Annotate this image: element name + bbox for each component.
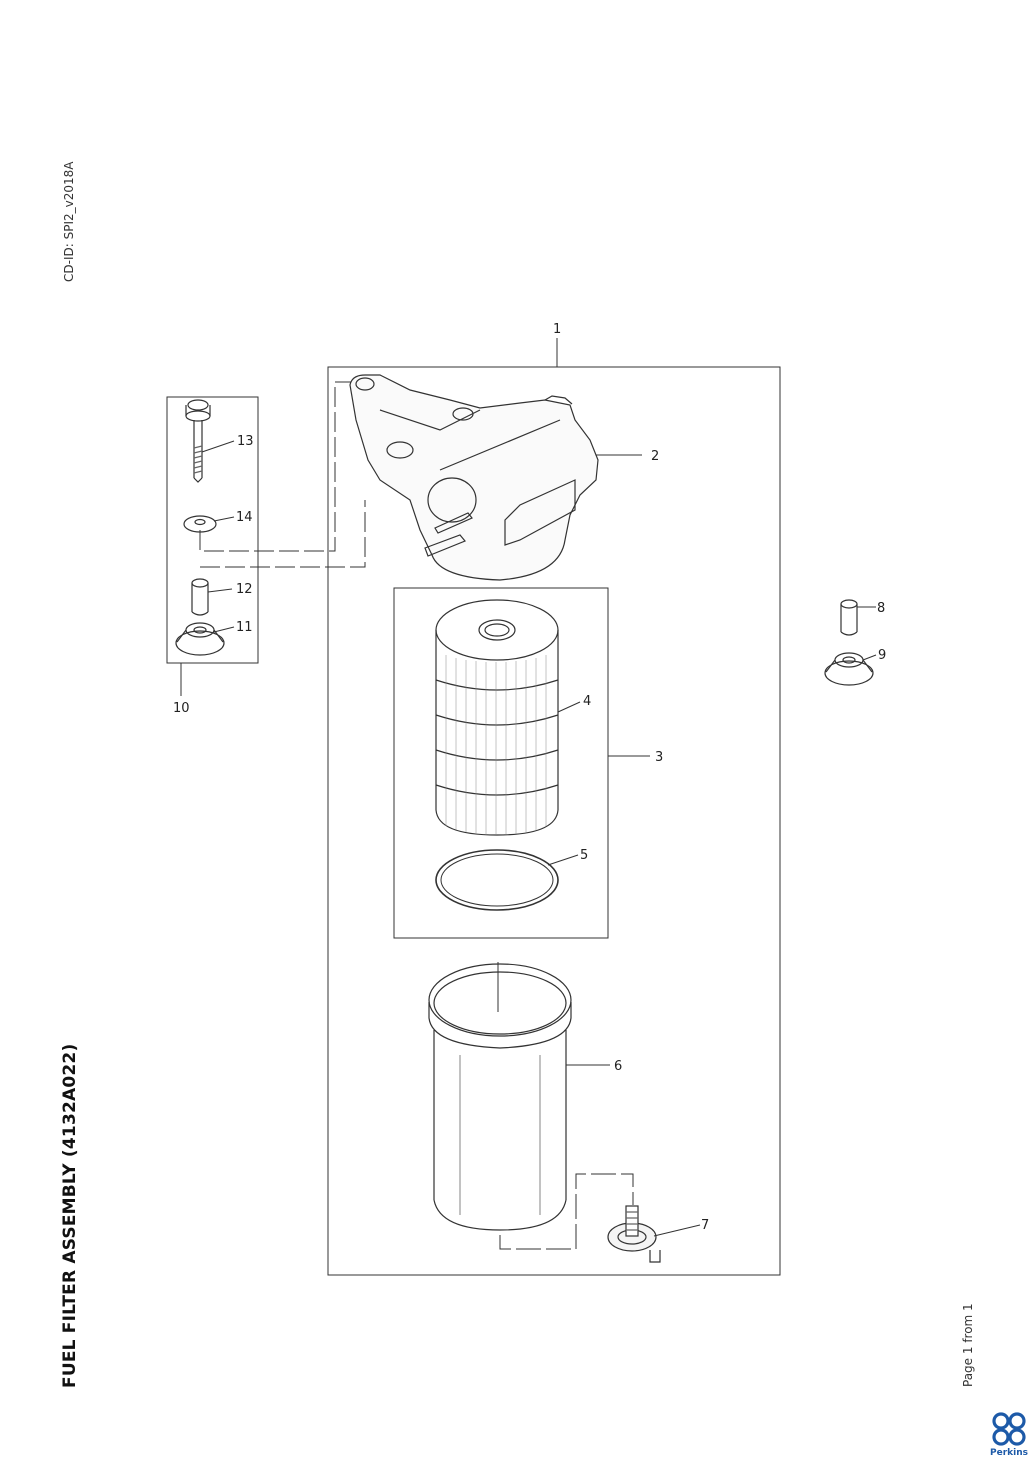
bolt-13 — [185, 399, 211, 483]
callout-12: 12 — [236, 582, 253, 597]
element-kit-frame-3 — [393, 587, 609, 939]
callout-4: 4 — [583, 694, 591, 709]
callout-8: 8 — [877, 601, 885, 616]
callout-10: 10 — [173, 701, 190, 716]
filter-element-4 — [435, 599, 559, 836]
callout-2: 2 — [651, 449, 659, 464]
grommet-9 — [824, 652, 874, 686]
callout-3: 3 — [655, 750, 663, 765]
grommet-11 — [175, 622, 225, 656]
brand-name: Perkins — [990, 1448, 1028, 1458]
perkins-logo-icon — [992, 1412, 1026, 1446]
callout-5: 5 — [580, 848, 588, 863]
washer-14 — [183, 515, 217, 533]
callout-14: 14 — [236, 510, 253, 525]
callout-6: 6 — [614, 1059, 622, 1074]
callout-13: 13 — [237, 434, 254, 449]
drain-plug-7 — [607, 1205, 661, 1263]
callout-9: 9 — [878, 648, 886, 663]
sleeve-12 — [191, 578, 209, 616]
callout-1: 1 — [553, 322, 561, 337]
filter-head-2 — [349, 374, 599, 581]
sleeve-8 — [840, 599, 858, 636]
assembly-frame-1 — [327, 366, 781, 1276]
kit-frame-10 — [166, 396, 259, 664]
filter-bowl-6 — [428, 963, 572, 1231]
callout-7: 7 — [701, 1218, 709, 1233]
seal-ring-5 — [435, 849, 559, 911]
callout-11: 11 — [236, 620, 253, 635]
